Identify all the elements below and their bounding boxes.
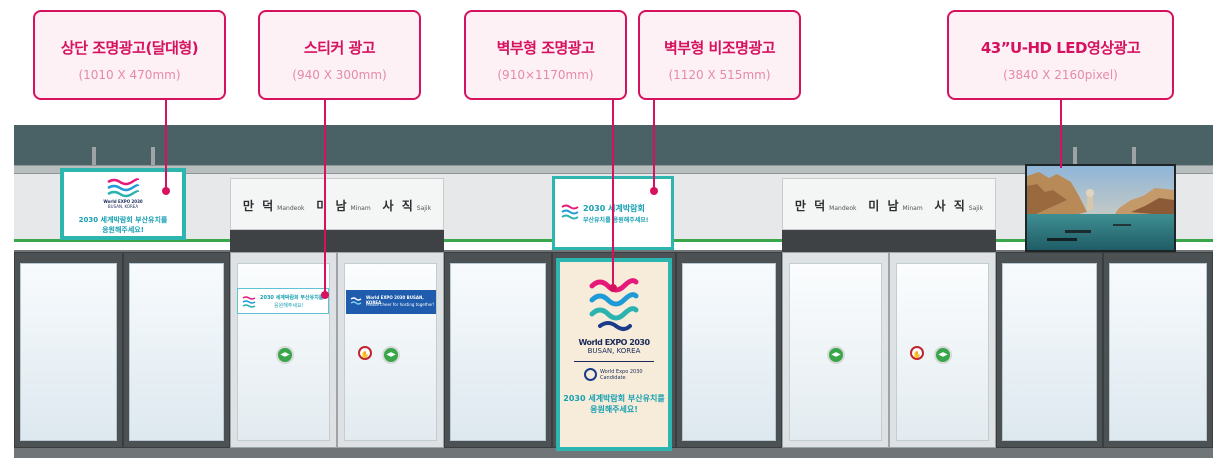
callout-title: 상단 조명광고(달대형)	[60, 39, 199, 57]
sticker-ad-blue: World EXPO 2030 BUSAN, KOREA Please chee…	[346, 290, 436, 314]
station-name-en: Minam	[350, 204, 371, 212]
callout-top-light-ad: 상단 조명광고(달대형) (1010 X 470mm)	[33, 10, 226, 100]
led-screen	[1025, 164, 1176, 252]
callout-wall-light-ad: 벽부형 조명광고 (910×1170mm)	[464, 10, 627, 100]
no-leaning-icon: ✋	[358, 346, 372, 360]
callout-title: 벽부형 조명광고	[496, 39, 595, 57]
venice-canal-image	[1027, 166, 1174, 250]
hanger-post	[92, 147, 96, 169]
callout-wall-nonlight-ad: 벽부형 비조명광고 (1120 X 515mm)	[638, 10, 801, 100]
expo-logo-icon	[561, 204, 579, 220]
station-name-en: Mandeok	[829, 204, 857, 212]
leader-line	[1060, 100, 1062, 168]
station-name-ko: 사 직	[382, 198, 415, 213]
callout-size: (1120 X 515mm)	[668, 68, 771, 82]
callout-title: 벽부형 비조명광고	[663, 39, 776, 57]
glass-panel	[1103, 252, 1213, 448]
station-name-en: Minam	[902, 204, 923, 212]
station-name-en: Sajik	[416, 204, 432, 212]
ad-slogan-line2: 응원해주세요!	[590, 405, 638, 414]
station-name-ko: 미 남	[868, 198, 901, 213]
expo-title: World EXPO 2030	[578, 338, 650, 347]
callout-sticker-ad: 스티커 광고 (940 X 300mm)	[258, 10, 421, 100]
leader-line	[324, 100, 326, 294]
hanger-post	[151, 147, 155, 169]
station-name-ko: 사 직	[934, 198, 967, 213]
glass-panel	[14, 252, 123, 448]
expo-wave-logo-icon	[589, 278, 639, 331]
station-name-ko: 미 남	[316, 198, 349, 213]
leader-line	[653, 100, 655, 190]
sticker-ad: 2030 세계박람회 부산유치를 응원해주세요!	[237, 288, 329, 314]
station-name-ko: 만 덕	[242, 198, 276, 213]
leader-dot	[321, 291, 329, 299]
station-name-en: Mandeok	[277, 204, 305, 212]
wall-ad-line2: 부산유치를 응원해주세요!	[583, 217, 649, 224]
glass-panel	[123, 252, 230, 448]
door-arrow-icon: ◀▶	[276, 346, 294, 364]
leader-dot	[650, 187, 658, 195]
ad-slogan-line2: 응원해주세요!	[102, 226, 144, 234]
glass-panel	[676, 252, 782, 448]
blue-sticker-line2: Please cheer for hosting together!	[366, 302, 435, 307]
callout-size: (1010 X 470mm)	[78, 68, 181, 82]
leader-dot	[609, 284, 617, 292]
callout-size: (940 X 300mm)	[292, 68, 387, 82]
leader-dot	[162, 187, 170, 195]
sticker-line2: 응원해주세요!	[274, 303, 304, 309]
globe-icon	[584, 368, 597, 381]
callout-size: (3840 X 2160pixel)	[1003, 68, 1118, 82]
expo-logo-icon	[350, 297, 362, 305]
callout-title: 스티커 광고	[303, 39, 376, 57]
ad-slogan-line1: 2030 세계박람회 부산유치를	[78, 216, 168, 224]
station-name-en: Sajik	[968, 204, 984, 212]
station-name-ko: 만 덕	[794, 198, 828, 213]
callout-size: (910×1170mm)	[497, 68, 594, 82]
callout-led-ad: 43”U-HD LED영상광고 (3840 X 2160pixel)	[947, 10, 1174, 100]
no-leaning-icon: ✋	[910, 346, 924, 360]
expo-logo-icon	[242, 296, 256, 308]
expo-logo-icon	[107, 178, 140, 198]
ad-slogan-line1: 2030 세계박람회 부산유치를	[563, 394, 665, 403]
door-arrow-icon: ◀▶	[382, 346, 400, 364]
leader-line	[612, 100, 614, 287]
hanger-post	[1073, 147, 1077, 169]
leader-line	[165, 100, 167, 190]
expo-subtitle: BUSAN, KOREA	[107, 204, 139, 209]
expo-subtitle: BUSAN, KOREA	[587, 347, 641, 355]
glass-panel	[444, 252, 552, 448]
candidate-text: World Expo 2030 Candidate	[600, 368, 643, 381]
divider	[574, 361, 654, 362]
expo-title: World EXPO 2030	[103, 199, 143, 204]
sticker-line1: 2030 세계박람회 부산유치를	[260, 295, 324, 301]
glass-panel	[996, 252, 1103, 448]
door-arrow-icon: ◀▶	[827, 346, 845, 364]
door-arrow-icon: ◀▶	[934, 346, 952, 364]
callout-title: 43”U-HD LED영상광고	[980, 39, 1141, 57]
hanger-post	[1132, 147, 1136, 169]
blue-sticker-line1: World EXPO 2030 BUSAN, KOREA	[366, 295, 424, 305]
top-light-ad: World EXPO 2030 BUSAN, KOREA 2030 세계박람회 …	[60, 168, 186, 240]
